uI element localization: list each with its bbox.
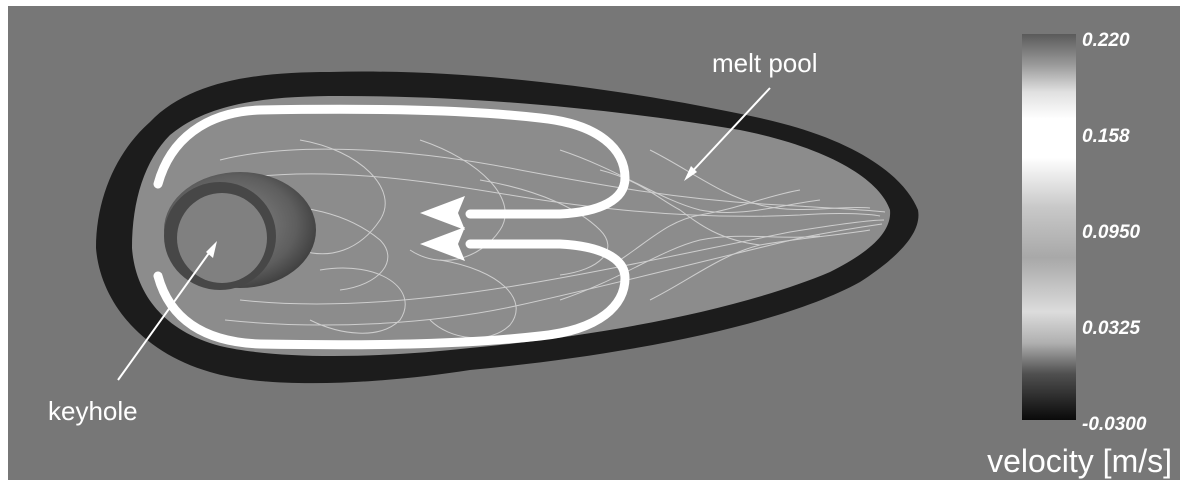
- colorbar-tick-4: 0.0325: [1082, 318, 1141, 339]
- colorbar-tick-5: -0.0300: [1082, 414, 1147, 435]
- melt-pool-label: melt pool: [712, 48, 818, 78]
- colorbar-tick-1: 0.220: [1082, 30, 1130, 51]
- colorbar-tick-2: 0.158: [1082, 126, 1130, 147]
- colorbar-tick-3: 0.0950: [1082, 222, 1141, 243]
- colorbar-title: velocity [m/s]: [987, 443, 1172, 479]
- keyhole-label: keyhole: [48, 396, 138, 426]
- colorbar: [1022, 34, 1076, 420]
